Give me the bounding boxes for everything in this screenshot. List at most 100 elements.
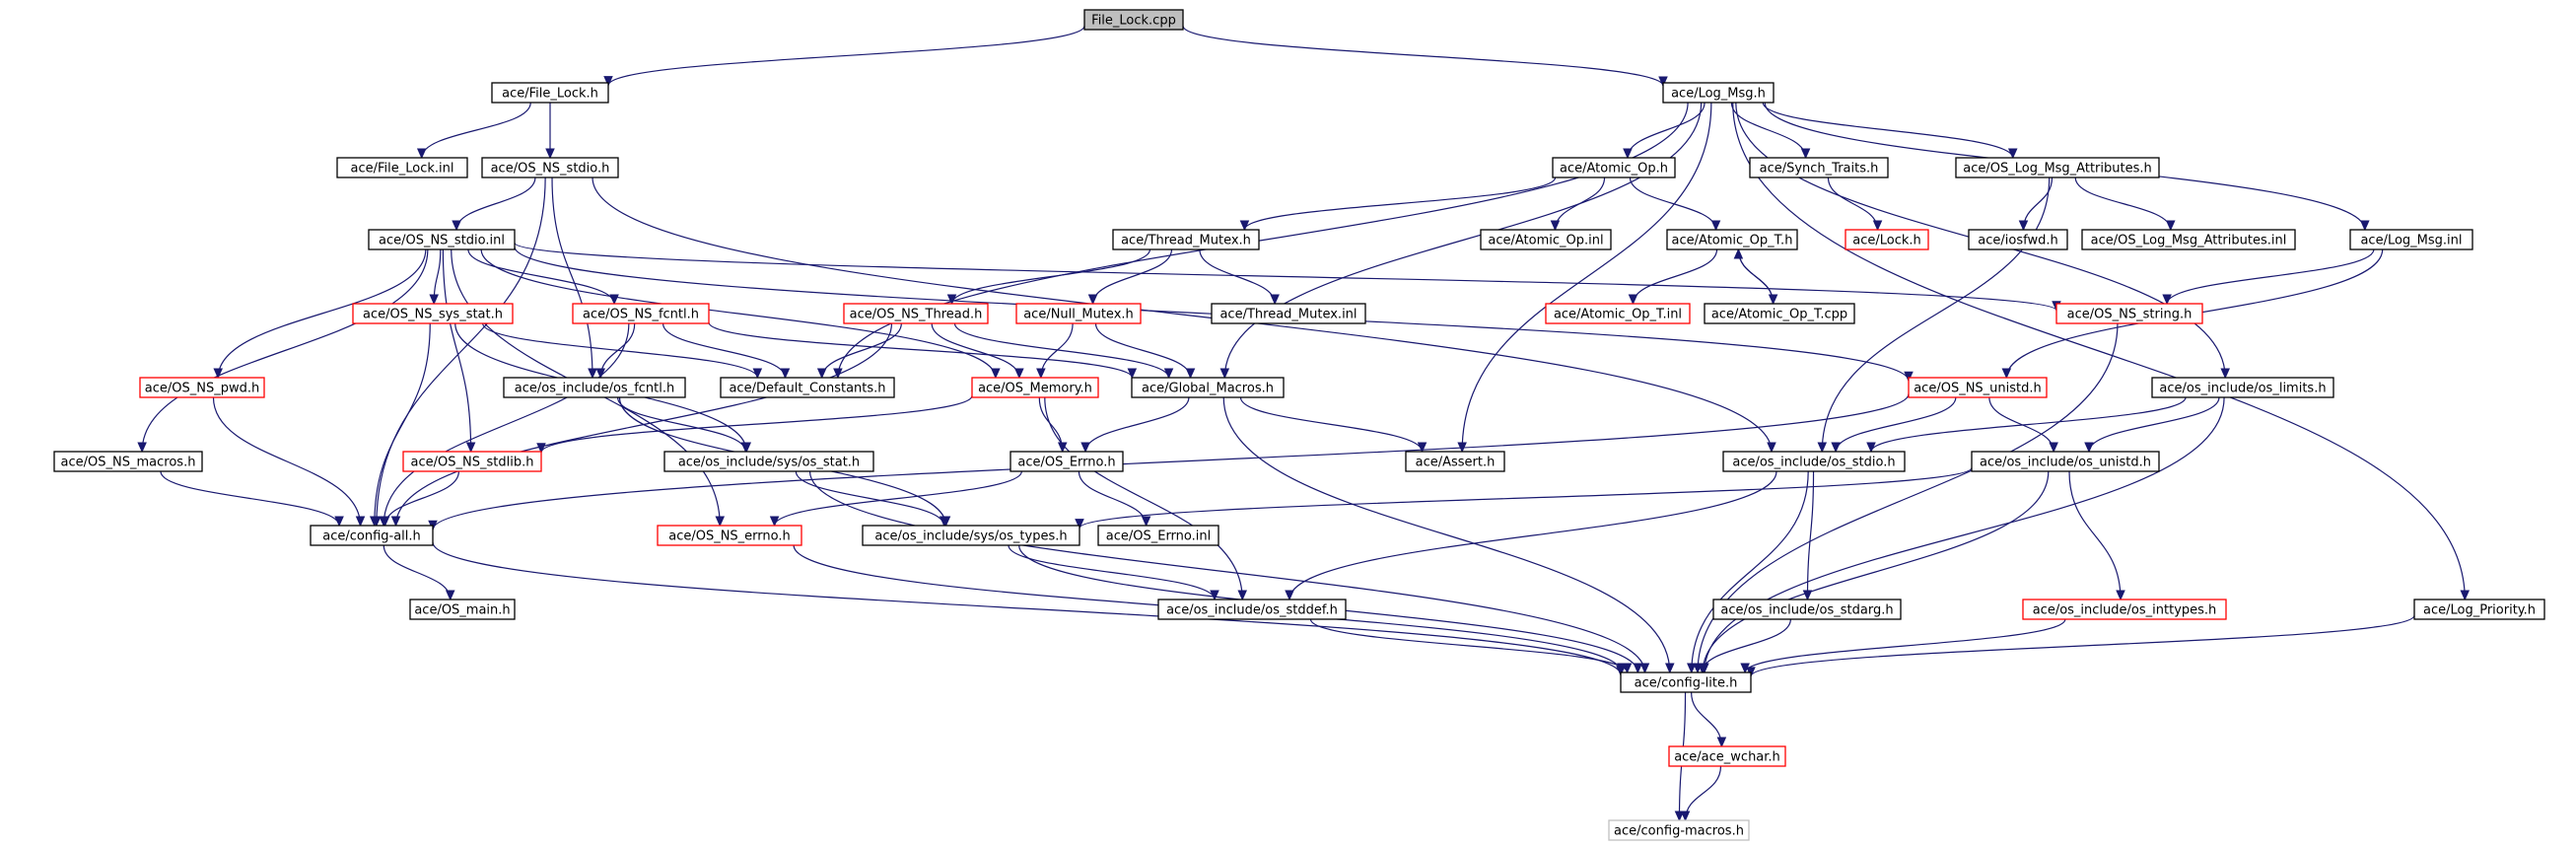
node-os-errno-inl[interactable]: ace/OS_Errno.inl bbox=[1097, 525, 1219, 546]
node-box[interactable] bbox=[1097, 525, 1219, 546]
node-box[interactable] bbox=[1010, 451, 1124, 472]
node-box[interactable] bbox=[409, 599, 516, 620]
node-log-priority-h[interactable]: ace/Log_Priority.h bbox=[2413, 599, 2545, 620]
node-box[interactable] bbox=[336, 157, 468, 178]
node-box[interactable] bbox=[1666, 229, 1798, 250]
node-box[interactable] bbox=[2413, 599, 2545, 620]
node-box[interactable] bbox=[1552, 157, 1676, 178]
node-box[interactable] bbox=[1662, 82, 1775, 104]
node-os-ns-stdio-h[interactable]: ace/OS_NS_stdio.h bbox=[481, 157, 619, 178]
node-default-constants-h[interactable]: ace/Default_Constants.h bbox=[720, 377, 895, 398]
node-atomic-op-inl[interactable]: ace/Atomic_Op.inl bbox=[1480, 229, 1612, 250]
node-box[interactable] bbox=[1955, 157, 2160, 178]
node-os-include-os-limits-h[interactable]: ace/os_include/os_limits.h bbox=[2151, 377, 2334, 398]
node-box[interactable] bbox=[572, 303, 710, 324]
node-box[interactable] bbox=[503, 377, 686, 398]
node-box[interactable] bbox=[1480, 229, 1612, 250]
node-box[interactable] bbox=[1545, 303, 1691, 324]
node-os-include-os-inttypes-h[interactable]: ace/os_include/os_inttypes.h bbox=[2022, 599, 2227, 620]
node-os-ns-string-h[interactable]: ace/OS_NS_string.h bbox=[2055, 303, 2203, 324]
node-os-include-os-fcntl-h[interactable]: ace/os_include/os_fcntl.h bbox=[503, 377, 686, 398]
node-box[interactable] bbox=[53, 451, 203, 472]
node-box[interactable] bbox=[1405, 451, 1505, 472]
node-os-include-os-unistd-h[interactable]: ace/os_include/os_unistd.h bbox=[1971, 451, 2160, 472]
node-os-include-sys-os-types-h[interactable]: ace/os_include/sys/os_types.h bbox=[862, 525, 1080, 546]
node-config-macros-h[interactable]: ace/config-macros.h bbox=[1608, 819, 1750, 841]
node-os-memory-h[interactable]: ace/OS_Memory.h bbox=[971, 377, 1099, 398]
node-os-ns-errno-h[interactable]: ace/OS_NS_errno.h bbox=[657, 525, 802, 546]
node-box[interactable] bbox=[1722, 451, 1906, 472]
node-box[interactable] bbox=[491, 82, 609, 104]
node-box[interactable] bbox=[2081, 229, 2296, 250]
node-null-mutex-h[interactable]: ace/Null_Mutex.h bbox=[1015, 303, 1142, 324]
node-os-include-os-stdarg-h[interactable]: ace/os_include/os_stdarg.h bbox=[1712, 599, 1902, 620]
node-box[interactable] bbox=[1131, 377, 1285, 398]
node-box[interactable] bbox=[2349, 229, 2473, 250]
node-box[interactable] bbox=[481, 157, 619, 178]
node-box[interactable] bbox=[1211, 303, 1366, 324]
node-global-macros-h[interactable]: ace/Global_Macros.h bbox=[1131, 377, 1285, 398]
node-box[interactable] bbox=[1668, 745, 1786, 767]
node-box[interactable] bbox=[1704, 303, 1855, 324]
node-config-lite-h[interactable]: ace/config-lite.h bbox=[1620, 671, 1752, 693]
node-box[interactable] bbox=[1968, 229, 2068, 250]
node-os-log-msg-attr-inl[interactable]: ace/OS_Log_Msg_Attributes.inl bbox=[2081, 229, 2296, 250]
node-os-ns-stdlib-h[interactable]: ace/OS_NS_stdlib.h bbox=[402, 451, 542, 472]
node-os-include-sys-os-stat-h[interactable]: ace/os_include/sys/os_stat.h bbox=[663, 451, 874, 472]
node-os-include-os-stddef-h[interactable]: ace/os_include/os_stddef.h bbox=[1157, 599, 1347, 620]
node-os-ns-thread-h[interactable]: ace/OS_NS_Thread.h bbox=[843, 303, 989, 324]
node-atomic-op-t-h[interactable]: ace/Atomic_Op_T.h bbox=[1666, 229, 1798, 250]
node-os-ns-pwd-h[interactable]: ace/OS_NS_pwd.h bbox=[139, 377, 265, 398]
node-iosfwd-h[interactable]: ace/iosfwd.h bbox=[1968, 229, 2068, 250]
node-thread-mutex-inl[interactable]: ace/Thread_Mutex.inl bbox=[1211, 303, 1366, 324]
node-box[interactable] bbox=[971, 377, 1099, 398]
node-box[interactable] bbox=[862, 525, 1080, 546]
node-synch-traits-h[interactable]: ace/Synch_Traits.h bbox=[1749, 157, 1889, 178]
node-box[interactable] bbox=[663, 451, 874, 472]
node-box[interactable] bbox=[1712, 599, 1902, 620]
node-box[interactable] bbox=[2151, 377, 2334, 398]
node-box[interactable] bbox=[2022, 599, 2227, 620]
node-box[interactable] bbox=[1608, 819, 1750, 841]
node-thread-mutex-h[interactable]: ace/Thread_Mutex.h bbox=[1112, 229, 1260, 250]
node-os-ns-macros-h[interactable]: ace/OS_NS_macros.h bbox=[53, 451, 203, 472]
node-os-ns-stdio-inl[interactable]: ace/OS_NS_stdio.inl bbox=[368, 229, 516, 250]
node-box[interactable] bbox=[402, 451, 542, 472]
node-box[interactable] bbox=[2055, 303, 2203, 324]
node-box[interactable] bbox=[843, 303, 989, 324]
node-os-errno-h[interactable]: ace/OS_Errno.h bbox=[1010, 451, 1124, 472]
node-box[interactable] bbox=[1971, 451, 2160, 472]
node-os-log-msg-attr-h[interactable]: ace/OS_Log_Msg_Attributes.h bbox=[1955, 157, 2160, 178]
node-atomic-op-h[interactable]: ace/Atomic_Op.h bbox=[1552, 157, 1676, 178]
node-os-ns-fcntl-h[interactable]: ace/OS_NS_fcntl.h bbox=[572, 303, 710, 324]
node-atomic-op-t-cpp[interactable]: ace/Atomic_Op_T.cpp bbox=[1704, 303, 1855, 324]
node-box[interactable] bbox=[1112, 229, 1260, 250]
node-box[interactable] bbox=[1908, 377, 2048, 398]
node-os-ns-unistd-h[interactable]: ace/OS_NS_unistd.h bbox=[1908, 377, 2048, 398]
node-atomic-op-t-inl[interactable]: ace/Atomic_Op_T.inl bbox=[1545, 303, 1691, 324]
node-file-lock-inl[interactable]: ace/File_Lock.inl bbox=[336, 157, 468, 178]
node-box[interactable] bbox=[352, 303, 514, 324]
node-box[interactable] bbox=[139, 377, 265, 398]
node-box[interactable] bbox=[1749, 157, 1889, 178]
node-box[interactable] bbox=[1620, 671, 1752, 693]
node-config-all-h[interactable]: ace/config-all.h bbox=[310, 525, 434, 546]
node-file-lock-h[interactable]: ace/File_Lock.h bbox=[491, 82, 609, 104]
node-box[interactable] bbox=[368, 229, 516, 250]
node-box[interactable] bbox=[310, 525, 434, 546]
node-box[interactable] bbox=[1015, 303, 1142, 324]
node-ace-wchar-h[interactable]: ace/ace_wchar.h bbox=[1668, 745, 1786, 767]
node-file-lock-cpp[interactable]: File_Lock.cpp bbox=[1083, 9, 1184, 31]
node-lock-h[interactable]: ace/Lock.h bbox=[1845, 229, 1929, 250]
node-os-ns-sys-stat-h[interactable]: ace/OS_NS_sys_stat.h bbox=[352, 303, 514, 324]
node-box[interactable] bbox=[1845, 229, 1929, 250]
node-box[interactable] bbox=[1083, 9, 1184, 31]
node-log-msg-h[interactable]: ace/Log_Msg.h bbox=[1662, 82, 1775, 104]
node-box[interactable] bbox=[1157, 599, 1347, 620]
node-box[interactable] bbox=[657, 525, 802, 546]
node-os-main-h[interactable]: ace/OS_main.h bbox=[409, 599, 516, 620]
node-log-msg-inl[interactable]: ace/Log_Msg.inl bbox=[2349, 229, 2473, 250]
node-os-include-os-stdio-h[interactable]: ace/os_include/os_stdio.h bbox=[1722, 451, 1906, 472]
node-box[interactable] bbox=[720, 377, 895, 398]
node-assert-h[interactable]: ace/Assert.h bbox=[1405, 451, 1505, 472]
